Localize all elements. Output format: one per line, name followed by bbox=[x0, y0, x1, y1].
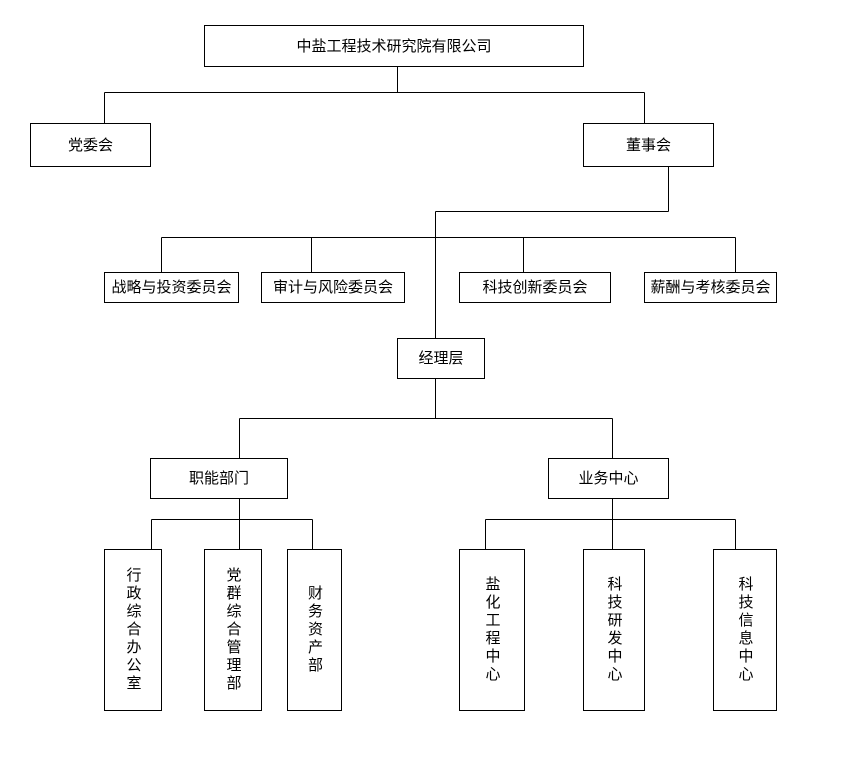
committee-audit-risk: 审计与风险委员会 bbox=[261, 272, 405, 303]
dept-party-affairs: 党群综合管理部 bbox=[204, 549, 262, 711]
dept-label: 行政综合办公室 bbox=[124, 567, 143, 693]
dept-label: 党群综合管理部 bbox=[224, 567, 243, 693]
dept-admin-office: 行政综合办公室 bbox=[104, 549, 162, 711]
center-tech-rnd: 科技研发中心 bbox=[583, 549, 645, 711]
dept-finance-assets: 财务资产部 bbox=[287, 549, 342, 711]
business-centers-box: 业务中心 bbox=[548, 458, 669, 499]
dept-label: 财务资产部 bbox=[306, 585, 324, 675]
company-box: 中盐工程技术研究院有限公司 bbox=[204, 25, 584, 67]
center-salt-chemical-engineering: 盐化工程中心 bbox=[459, 549, 525, 711]
management-box: 经理层 bbox=[397, 338, 485, 379]
center-label: 科技研发中心 bbox=[605, 576, 624, 684]
center-label: 盐化工程中心 bbox=[483, 576, 502, 684]
party-committee-box: 党委会 bbox=[30, 123, 151, 167]
center-label: 科技信息中心 bbox=[736, 576, 755, 684]
committee-strategy-investment: 战略与投资委员会 bbox=[104, 272, 239, 303]
functional-departments-box: 职能部门 bbox=[150, 458, 288, 499]
committee-tech-innovation: 科技创新委员会 bbox=[459, 272, 611, 303]
center-tech-information: 科技信息中心 bbox=[713, 549, 777, 711]
committee-compensation: 薪酬与考核委员会 bbox=[644, 272, 777, 303]
board-box: 董事会 bbox=[583, 123, 714, 167]
